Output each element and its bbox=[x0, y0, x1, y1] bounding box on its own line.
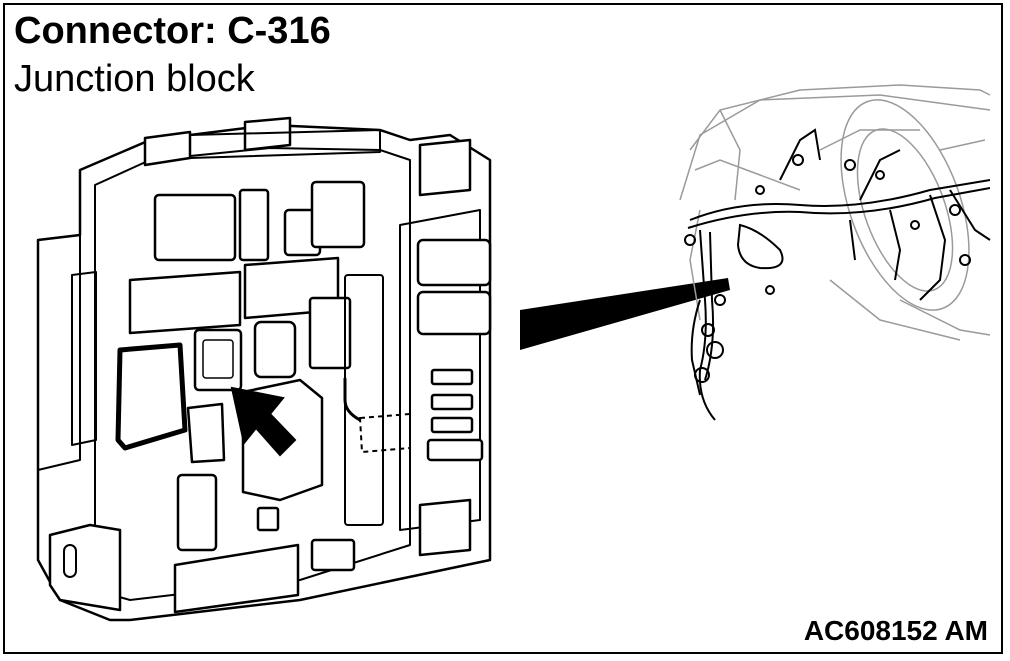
connector-bottom-long bbox=[173, 543, 300, 614]
relay-upper bbox=[416, 238, 492, 287]
hidden-connector-outline bbox=[358, 412, 411, 454]
mounting-slot bbox=[63, 544, 77, 578]
hidden-connector-wire bbox=[343, 378, 361, 422]
connector-small-below bbox=[186, 402, 226, 464]
connector-bottom-mid bbox=[256, 506, 280, 532]
top-tab-left bbox=[143, 130, 192, 167]
fuse-slot-4 bbox=[426, 438, 484, 462]
wiring-harness bbox=[684, 128, 991, 421]
connector-c-316 bbox=[193, 328, 243, 392]
left-bracket-slot bbox=[71, 271, 97, 446]
connector-mid-left bbox=[128, 270, 242, 335]
connector-bottom-small bbox=[176, 473, 218, 552]
right-rail-top-notch bbox=[418, 138, 472, 197]
connector-top-b bbox=[238, 188, 270, 262]
location-wedge bbox=[520, 278, 730, 350]
connector-large-left bbox=[115, 342, 188, 451]
right-rail-bottom-notch bbox=[418, 498, 472, 557]
fuse-slot-3 bbox=[430, 416, 474, 434]
top-rail bbox=[189, 129, 381, 159]
component-subtitle: Junction block bbox=[14, 58, 255, 100]
top-tab-right bbox=[243, 116, 292, 152]
relay-lower bbox=[416, 290, 492, 336]
connector-top-a bbox=[153, 193, 237, 262]
dashboard-location-view bbox=[679, 84, 991, 341]
fuse-slot-1 bbox=[430, 368, 474, 386]
connector-top-d bbox=[310, 180, 366, 249]
connector-bottom-right bbox=[310, 538, 356, 572]
right-rail bbox=[399, 209, 481, 531]
connector-title: Connector: C-316 bbox=[14, 10, 331, 52]
figure-id: AC608152 AM bbox=[803, 615, 988, 646]
fuse-slot-2 bbox=[430, 393, 474, 411]
mounting-tab bbox=[48, 523, 122, 612]
left-bracket bbox=[37, 234, 81, 471]
pointer-arrow bbox=[230, 386, 297, 457]
connector-c-316-inner bbox=[202, 339, 234, 379]
connector-small-right bbox=[253, 320, 297, 379]
relay-block-center-side bbox=[299, 379, 323, 485]
connector-vertical-a bbox=[308, 296, 352, 370]
